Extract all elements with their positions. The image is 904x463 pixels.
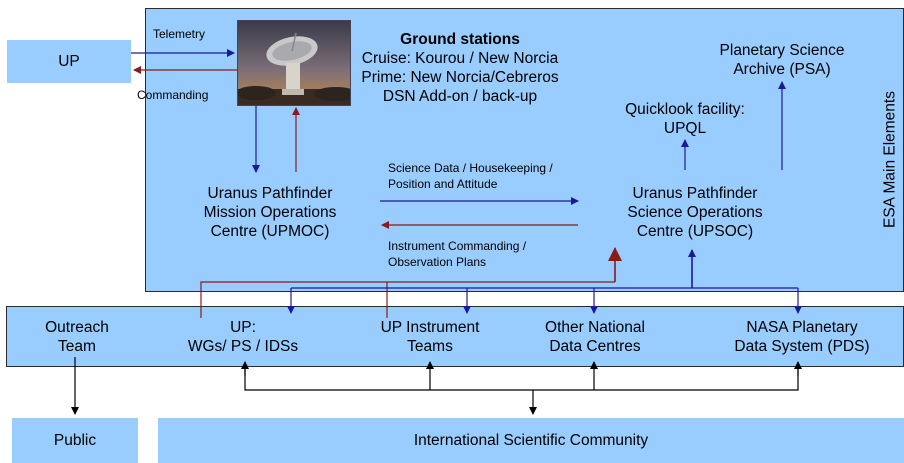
user-feedback-line [200,281,615,318]
ground-stations-line: Prime: New Norcia/Cebreros [361,69,559,86]
instrument-commanding-label: Instrument Commanding / Observation Plan… [388,238,526,270]
science-data-line: Position and Attitude [388,177,498,191]
nasa-pds-line: NASA Planetary [746,319,858,336]
upmoc-line: Mission Operations [203,204,337,221]
national-data-centres-label: Other National Data Centres [520,318,670,356]
community-bus-line [244,367,799,391]
upmoc-line: Uranus Pathfinder [207,185,333,202]
up-wgs-line: WGs/ PS / IDSs [187,338,299,355]
nasa-pds-label: NASA Planetary Data System (PDS) [712,318,892,356]
instrument-teams-line: Teams [407,338,453,355]
psa-label: Planetary Science Archive (PSA) [690,41,874,79]
national-centres-line: Data Centres [549,338,641,355]
up-wgs-line: UP: [230,319,256,336]
esa-main-elements-label: ESA Main Elements [881,91,899,228]
upql-label: Quicklook facility: UPQL [590,100,780,138]
outreach-team-label: Outreach Team [22,318,132,356]
upsoc-label: Uranus Pathfinder Science Operations Cen… [600,184,790,241]
commanding-label: Commanding [137,88,209,102]
telemetry-label: Telemetry [153,27,206,41]
international-community-box [158,418,904,463]
upsoc-line: Uranus Pathfinder [632,185,758,202]
ground-stations-title: Ground stations [400,31,520,48]
nasa-pds-line: Data System (PDS) [734,338,870,355]
upsoc-line: Centre (UPSOC) [636,223,754,240]
instrument-teams-label: UP Instrument Teams [350,318,510,356]
ground-stations-line: DSN Add-on / back-up [382,88,538,105]
public-label: Public [53,432,97,449]
outreach-line: Outreach [45,319,109,336]
up-spacecraft-box [7,40,131,83]
psa-line: Archive (PSA) [733,61,831,78]
international-community-label: International Scientific Community [413,432,649,449]
public-box [12,418,138,463]
upmoc-label: Uranus Pathfinder Mission Operations Cen… [180,184,360,241]
upmoc-line: Centre (UPMOC) [210,223,330,240]
psa-line: Planetary Science [719,42,845,59]
science-data-line: Science Data / Housekeeping / [388,161,553,175]
upql-line: Quicklook facility: [625,101,745,118]
ground-station-antenna-image [237,20,351,106]
user-groups-panel [6,306,904,367]
up-spacecraft-label: UP [58,53,80,70]
national-centres-line: Other National [545,319,645,336]
instrument-commanding-line: Instrument Commanding / [388,239,527,253]
ground-stations-block: Ground stations Cruise: Kourou / New Nor… [350,30,570,106]
science-data-label: Science Data / Housekeeping / Position a… [388,160,553,192]
instrument-teams-line: UP Instrument [380,319,480,336]
up-wgs-label: UP: WGs/ PS / IDSs [158,318,328,356]
instrument-commanding-line: Observation Plans [388,255,487,269]
ground-stations-line: Cruise: Kourou / New Norcia [361,50,559,67]
upsoc-line: Science Operations [627,204,763,221]
outreach-line: Team [58,338,96,355]
upql-line: UPQL [663,120,707,137]
